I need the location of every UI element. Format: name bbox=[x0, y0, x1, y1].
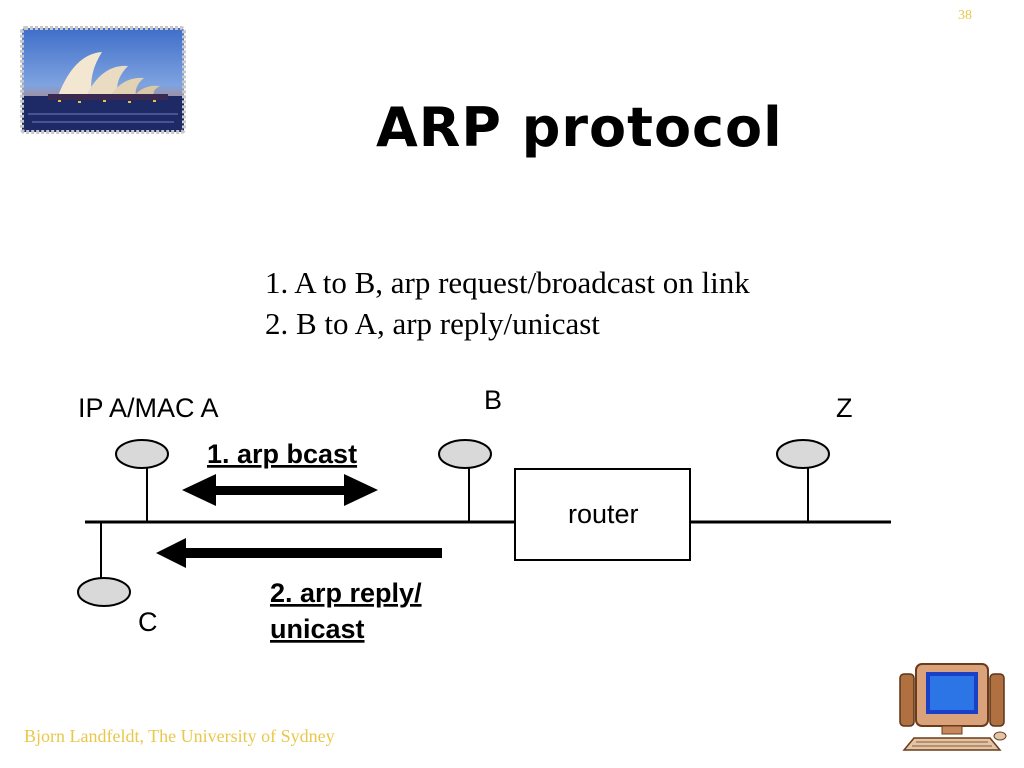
sydney-opera-house-logo bbox=[20, 26, 186, 134]
node-z-label: Z bbox=[836, 393, 853, 423]
arp-bcast-arrow bbox=[182, 474, 378, 506]
arrow-1-label: 1. arp bcast bbox=[207, 439, 357, 469]
step-1: 1. A to B, arp request/broadcast on link bbox=[265, 265, 750, 300]
node-z bbox=[776, 439, 830, 469]
page-number: 38 bbox=[958, 8, 972, 23]
node-b bbox=[438, 439, 492, 469]
slide-title: ARP protocol bbox=[376, 96, 783, 159]
footer-credit: Bjorn Landfeldt, The University of Sydne… bbox=[24, 726, 335, 746]
router-label: router bbox=[568, 499, 639, 529]
node-a-label: IP A/MAC A bbox=[78, 393, 219, 423]
arrow-2-label-line2: unicast bbox=[270, 614, 365, 644]
arrow-2-label-line1: 2. arp reply/ bbox=[270, 578, 422, 608]
node-a bbox=[115, 439, 169, 469]
node-c-label: C bbox=[138, 607, 158, 637]
steps-list: 1. A to B, arp request/broadcast on link… bbox=[265, 262, 750, 344]
step-2: 2. B to A, arp reply/unicast bbox=[265, 306, 600, 341]
node-c bbox=[77, 577, 131, 607]
router-box bbox=[514, 468, 691, 561]
arp-network-diagram: IP A/MAC A B Z C router 1. arp bcast 2. … bbox=[77, 385, 891, 644]
node-b-label: B bbox=[484, 385, 502, 415]
arp-reply-arrow bbox=[156, 538, 442, 568]
computer-icon bbox=[899, 663, 1007, 751]
